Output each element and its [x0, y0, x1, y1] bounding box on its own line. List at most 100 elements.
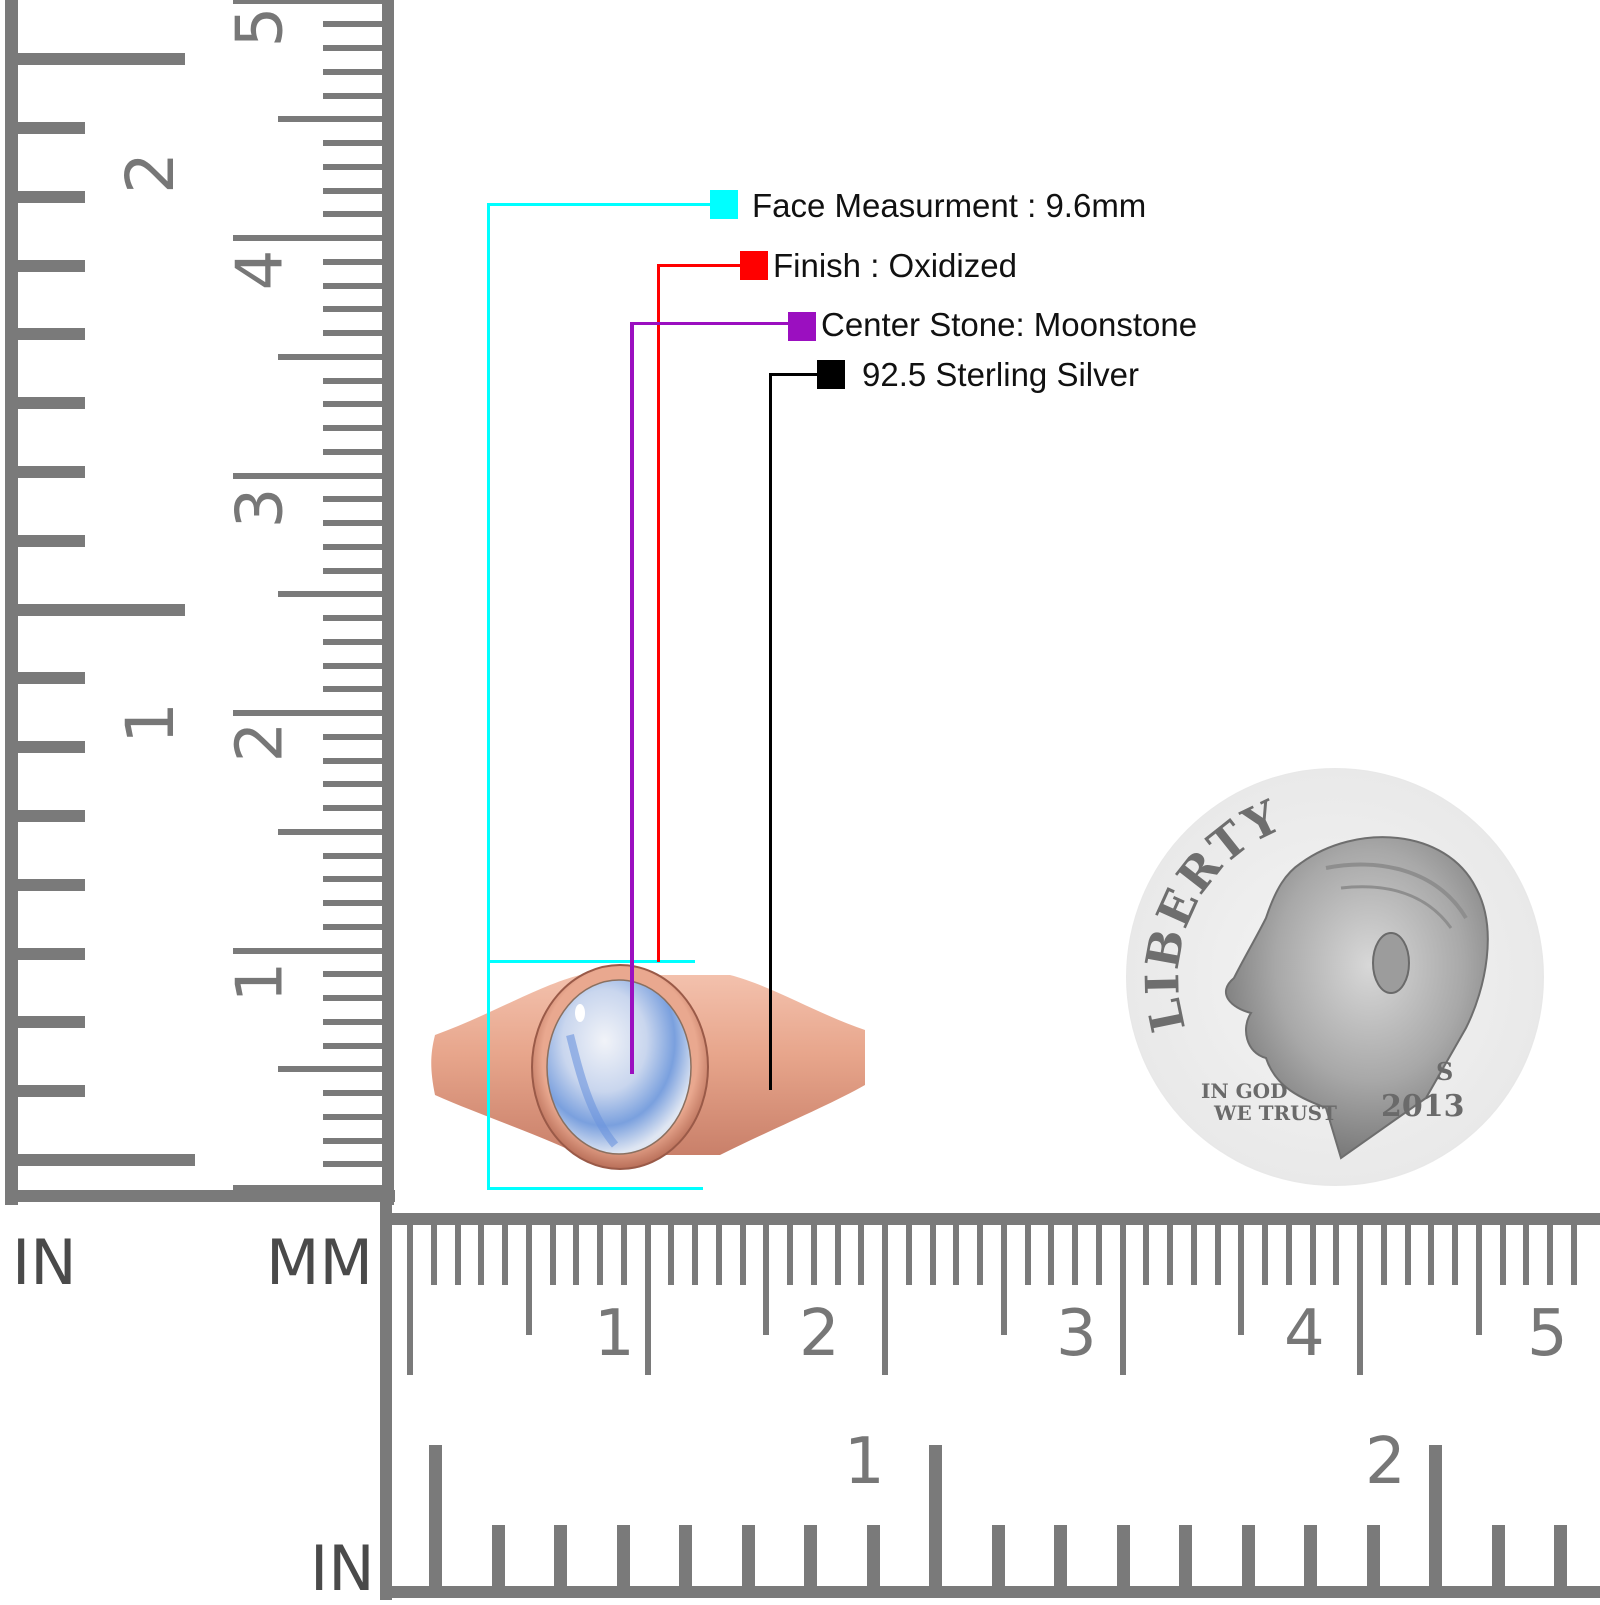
vertical-mm-tick [323, 425, 383, 431]
horizontal-mm-tick [1000, 1225, 1007, 1335]
horizontal-inch-tick [866, 1525, 880, 1587]
vertical-inch-tick [15, 672, 85, 685]
vertical-inch-tick [15, 53, 185, 66]
vertical-mm-tick [278, 353, 383, 360]
horizontal-mm-tick [1238, 1225, 1245, 1335]
vertical-mm-tick [233, 472, 383, 479]
vertical-mm-tick [323, 1018, 383, 1025]
horizontal-inch-label-2: 2 [1365, 1425, 1406, 1499]
horizontal-mm-tick [739, 1225, 746, 1285]
vertical-mm-tick [323, 1137, 383, 1144]
vertical-inch-tick [15, 947, 85, 960]
horizontal-mm-tick [1190, 1225, 1197, 1285]
vertical-mm-tick [323, 567, 383, 574]
coin-motto-line2: WE TRUST [1213, 1101, 1337, 1125]
vertical-inch-tick [15, 878, 85, 891]
vertical-cm-label-5: 5 [223, 6, 298, 48]
vertical-mm-tick [323, 876, 383, 883]
vertical-mm-tick [323, 448, 383, 455]
face-bottom-bracket-line [487, 1187, 703, 1190]
horizontal-mm-tick [1404, 1225, 1411, 1285]
vertical-inch-tick [15, 810, 85, 822]
horizontal-mm-tick [858, 1225, 865, 1285]
vertical-mm-tick [323, 900, 383, 906]
stone-callout-horizontal-line [630, 322, 790, 325]
horizontal-mm-tick [502, 1225, 508, 1285]
vertical-mm-unit-label: MM [266, 1226, 373, 1299]
vertical-inch-tick [15, 122, 85, 134]
finish-legend-marker [740, 251, 768, 280]
face-measurement-label: Face Measurment : 9.6mm [752, 187, 1147, 224]
ring-product-image [430, 955, 870, 1195]
vertical-mm-tick [278, 1066, 383, 1073]
horizontal-mm-tick [715, 1225, 722, 1285]
vertical-cm-label-2: 2 [223, 721, 298, 763]
vertical-inch-tick [15, 1085, 85, 1098]
horizontal-mm-tick [573, 1225, 580, 1285]
vertical-mm-tick [323, 638, 383, 645]
vertical-mm-tick [323, 1113, 383, 1120]
finish-callout-horizontal-line [657, 264, 741, 267]
vertical-mm-tick [278, 828, 383, 835]
horizontal-inch-label-1: 1 [844, 1425, 885, 1499]
dime-coin: LIBERTY IN GOD WE TRUST S 2013 [1126, 768, 1544, 1186]
horizontal-mm-tick [1380, 1225, 1387, 1285]
horizontal-mm-tick [882, 1225, 888, 1375]
metal-callout-vertical-line [769, 373, 772, 1090]
horizontal-inch-tick [1304, 1525, 1317, 1587]
horizontal-mm-tick [1333, 1225, 1340, 1285]
vertical-inch-label-1: 1 [112, 702, 189, 744]
vertical-mm-tick [323, 1090, 383, 1096]
stone-callout-vertical-line [630, 322, 634, 1074]
vertical-mm-tick [323, 971, 383, 978]
horizontal-mm-tick [1523, 1225, 1530, 1285]
horizontal-mm-tick [1048, 1225, 1055, 1285]
coin-year: 2013 [1381, 1089, 1465, 1124]
horizontal-mm-tick [953, 1225, 960, 1285]
horizontal-cm-label-3: 3 [1056, 1297, 1097, 1371]
horizontal-mm-tick [644, 1225, 651, 1375]
vertical-inch-tick [15, 190, 85, 203]
vertical-mm-tick [278, 116, 383, 123]
horizontal-mm-tick [1262, 1225, 1268, 1285]
horizontal-cm-label-1: 1 [594, 1297, 635, 1371]
horizontal-inch-tick [1241, 1525, 1255, 1587]
vertical-mm-tick [323, 45, 383, 51]
horizontal-mm-tick [763, 1225, 770, 1335]
vertical-ruler-bottom-rail [5, 1190, 395, 1202]
horizontal-mm-tick [1452, 1225, 1458, 1285]
metal-callout-horizontal-line [769, 373, 819, 376]
horizontal-mm-tick [1095, 1225, 1102, 1285]
horizontal-mm-tick [1143, 1225, 1150, 1285]
horizontal-mm-tick [1285, 1225, 1292, 1285]
vertical-mm-tick [323, 496, 383, 503]
horizontal-inch-tick [1366, 1525, 1380, 1587]
vertical-inch-label-2: 2 [112, 152, 189, 194]
vertical-mm-tick [323, 520, 383, 526]
horizontal-inch-tick [554, 1525, 567, 1587]
horizontal-inch-tick [679, 1525, 692, 1587]
vertical-inch-tick [15, 741, 85, 754]
vertical-mm-tick [323, 1161, 383, 1168]
horizontal-mm-tick [1547, 1225, 1553, 1285]
vertical-inch-tick [15, 466, 85, 478]
horizontal-mm-tick [549, 1225, 556, 1285]
horizontal-mm-tick [929, 1225, 936, 1285]
horizontal-inch-tick [429, 1445, 442, 1587]
vertical-mm-tick [278, 591, 383, 598]
vertical-mm-tick [323, 163, 383, 170]
horizontal-inch-tick [804, 1525, 817, 1587]
vertical-mm-tick [323, 805, 383, 811]
vertical-mm-tick [323, 377, 383, 384]
horizontal-mm-tick [1570, 1225, 1577, 1285]
vertical-ruler-right-rail [382, 0, 394, 1205]
center-stone-label: Center Stone: Moonstone [821, 306, 1198, 343]
finish-label: Finish : Oxidized [773, 247, 1017, 284]
horizontal-mm-tick [668, 1225, 675, 1285]
vertical-inch-unit-label: IN [12, 1226, 77, 1299]
horizontal-ruler: 1 2 3 4 5 1 2 [380, 1190, 1600, 1600]
vertical-mm-tick [233, 947, 383, 954]
horizontal-mm-tick [1119, 1225, 1126, 1375]
horizontal-inch-tick [991, 1525, 1005, 1587]
horizontal-mm-tick [692, 1225, 698, 1285]
